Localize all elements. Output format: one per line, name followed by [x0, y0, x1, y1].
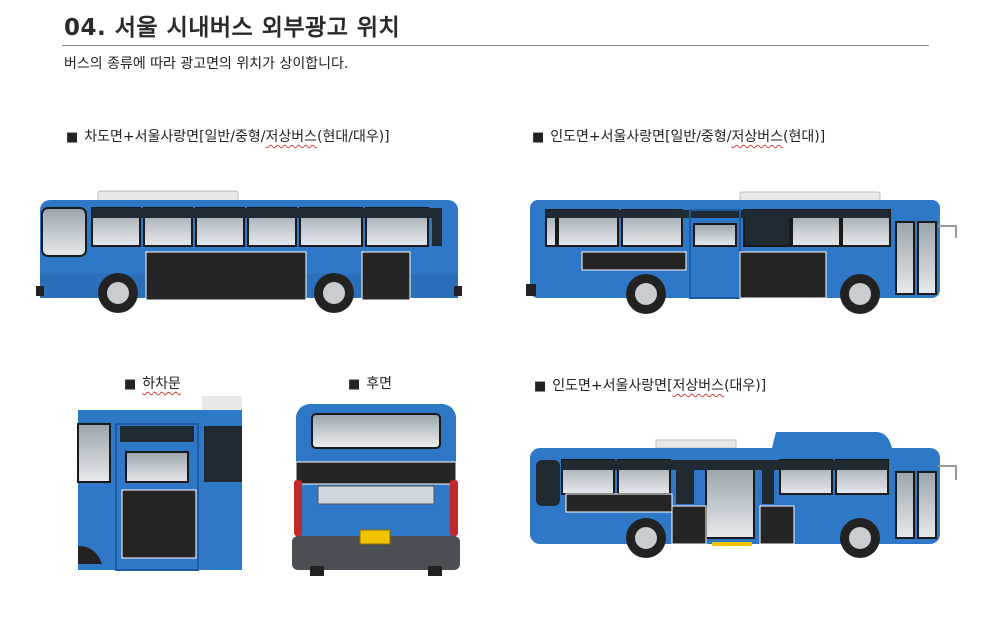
- ad-panel: [145, 251, 307, 301]
- ad-panel: [581, 251, 687, 271]
- bullet-square-icon: ■: [532, 130, 545, 145]
- bus-roadside-illustration: [36, 190, 462, 313]
- label-roadside-ad: ■차도면+서울사랑면[일반/중형/저상버스(현대/대우)]: [66, 129, 390, 145]
- ad-panel: [739, 251, 827, 299]
- bus-sidewalk-daewoo-illustration: [530, 432, 957, 558]
- bus-sidewalk-hyundai-illustration: [526, 191, 957, 314]
- bullet-square-icon: ■: [348, 377, 361, 392]
- ad-panel: [361, 251, 411, 301]
- page-subtitle: 버스의 종류에 따라 광고면의 위치가 상이합니다.: [64, 56, 349, 72]
- ad-panel: [671, 505, 707, 545]
- page-title: 04. 서울 시내버스 외부광고 위치: [64, 15, 401, 41]
- label-sidewalk-ad-daewoo: ■인도면+서울사랑면[저상버스(대우)]: [534, 378, 767, 394]
- ad-panel: [565, 493, 673, 513]
- label-exit-door: ■하차문: [124, 376, 181, 392]
- license-plate: [359, 529, 391, 545]
- bus-rear-illustration: [292, 404, 460, 576]
- bullet-square-icon: ■: [534, 379, 547, 394]
- label-sidewalk-ad-hyundai: ■인도면+서울사랑면[일반/중형/저상버스(현대)]: [532, 129, 826, 145]
- label-rear: ■후면: [348, 376, 393, 392]
- bullet-square-icon: ■: [66, 130, 79, 145]
- bus-exit-door-illustration: [77, 396, 242, 571]
- ad-panel: [295, 461, 457, 485]
- title-divider: [62, 45, 929, 46]
- bullet-square-icon: ■: [124, 377, 137, 392]
- ad-panel: [121, 489, 197, 559]
- ad-panel: [759, 505, 795, 545]
